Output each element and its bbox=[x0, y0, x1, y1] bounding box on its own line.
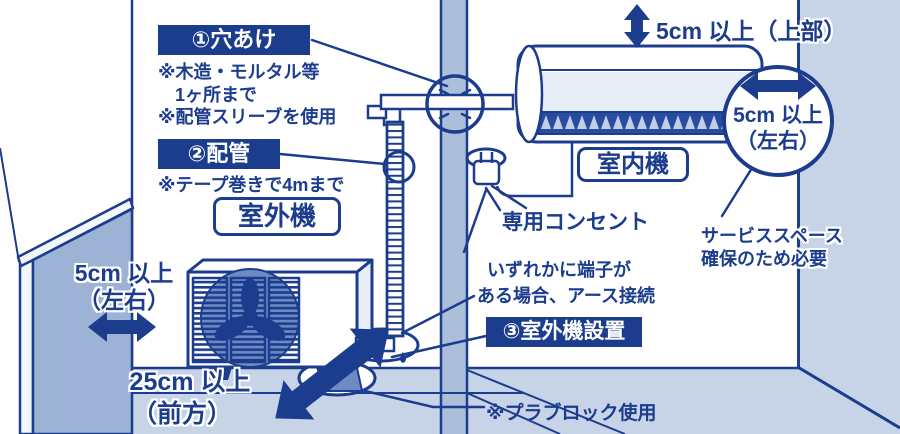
left-right-arrow-icon bbox=[740, 72, 816, 100]
drain-hose bbox=[382, 120, 416, 338]
step1-note1: ※木造・モルタル等 bbox=[158, 62, 320, 82]
outdoor-unit-label: 室外機 bbox=[213, 197, 341, 236]
step1-title: ①穴あけ bbox=[158, 25, 310, 55]
outdoor-unit-foot bbox=[206, 367, 232, 380]
left-wall-fence bbox=[16, 197, 135, 434]
service-note-line1: サービススペース bbox=[701, 226, 843, 246]
hose-highlight-circle bbox=[382, 150, 416, 184]
service-space-circle bbox=[722, 65, 834, 177]
top-clearance-label: 5cm 以上（上部） bbox=[656, 18, 847, 44]
step1-note2: 1ヶ所まで bbox=[175, 85, 258, 105]
hole-circle bbox=[425, 74, 485, 134]
left-clearance-line2: （左右） bbox=[78, 287, 170, 313]
ground-note-line1: いずれかに端子が bbox=[487, 260, 631, 280]
pipe bbox=[366, 93, 515, 127]
up-down-arrow-icon bbox=[624, 4, 650, 48]
outdoor-unit-grille bbox=[191, 276, 301, 364]
power-outlet-icon bbox=[465, 142, 574, 198]
step3-title: ③室外機設置 bbox=[486, 317, 642, 347]
left-wall-line bbox=[0, 147, 20, 263]
right-wall bbox=[797, 0, 900, 434]
step2-note: ※テープ巻きで4mまで bbox=[158, 175, 345, 195]
ground-note-line2: ある場合、アース接続 bbox=[477, 286, 656, 306]
front-clearance-line1: 25cm 以上 bbox=[129, 368, 251, 396]
step2-title: ②配管 bbox=[158, 139, 280, 169]
wall-pillar bbox=[439, 0, 469, 434]
diagonal-arrow-icon bbox=[275, 328, 389, 420]
right-clearance-line2: （左右） bbox=[736, 130, 820, 153]
indoor-unit bbox=[514, 44, 764, 144]
left-clearance-line1: 5cm 以上 bbox=[74, 260, 174, 286]
front-clearance-line2: （前方） bbox=[131, 400, 232, 428]
indoor-unit-label: 室内機 bbox=[577, 147, 689, 182]
outlet-label: 専用コンセント bbox=[502, 211, 649, 234]
service-note-line2: 確保のため必要 bbox=[701, 249, 827, 269]
right-clearance-line1: 5cm 以上 bbox=[733, 104, 823, 127]
step1-note3: ※配管スリーブを使用 bbox=[158, 107, 337, 127]
left-right-arrow-icon bbox=[88, 312, 156, 342]
block-note: ※プラブロック使用 bbox=[486, 403, 657, 424]
leader-lines bbox=[278, 38, 754, 409]
